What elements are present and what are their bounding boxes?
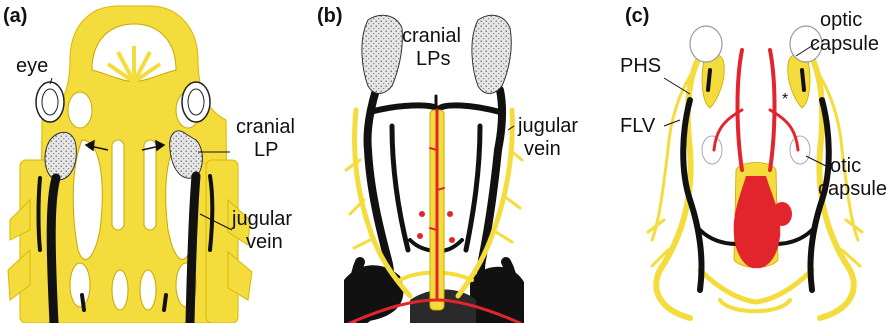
panel-b-jugular-label-2: vein: [524, 138, 561, 160]
panel-c-flv-label: FLV: [620, 115, 656, 137]
panel-c-asterisk-right: *: [782, 91, 788, 108]
panel-c-red-blob-right: [772, 202, 792, 226]
panel-c-otic-label-1: otic: [830, 155, 861, 177]
panel-b-jugular-label-1: jugular: [517, 115, 578, 137]
panel-a: (a) eye cranial LP jugular vein: [3, 5, 295, 323]
panel-c-optic-label-1: optic: [820, 9, 862, 31]
panel-c: * * (c) optic capsule PHS FLV otic capsu…: [620, 5, 887, 318]
panel-a-jugular-label-1: jugular: [231, 208, 292, 230]
panel-c-arteries: [714, 50, 798, 170]
panel-a-letter: (a): [3, 5, 27, 27]
panel-a-jugular-label-2: vein: [246, 231, 283, 253]
panel-c-optic-capsule-left: [690, 26, 722, 62]
panel-a-eye-label: eye: [16, 55, 48, 77]
panel-c-letter: (c): [625, 5, 649, 27]
panel-a-eye-right: [182, 82, 210, 122]
panel-b-cranial-lps-label-1: cranial: [402, 25, 461, 47]
panel-b-cranial-lps-label-2: LPs: [416, 48, 450, 70]
panel-c-optic-label-2: capsule: [810, 33, 879, 55]
panel-c-asterisk-left: *: [686, 99, 692, 116]
panel-c-otic-capsule-left: [702, 136, 722, 164]
panel-c-phs-label: PHS: [620, 55, 661, 77]
panel-b: (b) cranial LPs jugular vein: [317, 0, 578, 323]
panel-c-otic-label-2: capsule: [818, 178, 887, 200]
panel-c-otic-capsule-right: [790, 136, 810, 164]
panel-a-eye-left: [36, 82, 64, 122]
panel-a-cranial-lp-label-1: cranial: [236, 116, 295, 138]
panel-a-cranial-lp-label-2: LP: [254, 139, 278, 161]
panel-b-letter: (b): [317, 5, 343, 27]
